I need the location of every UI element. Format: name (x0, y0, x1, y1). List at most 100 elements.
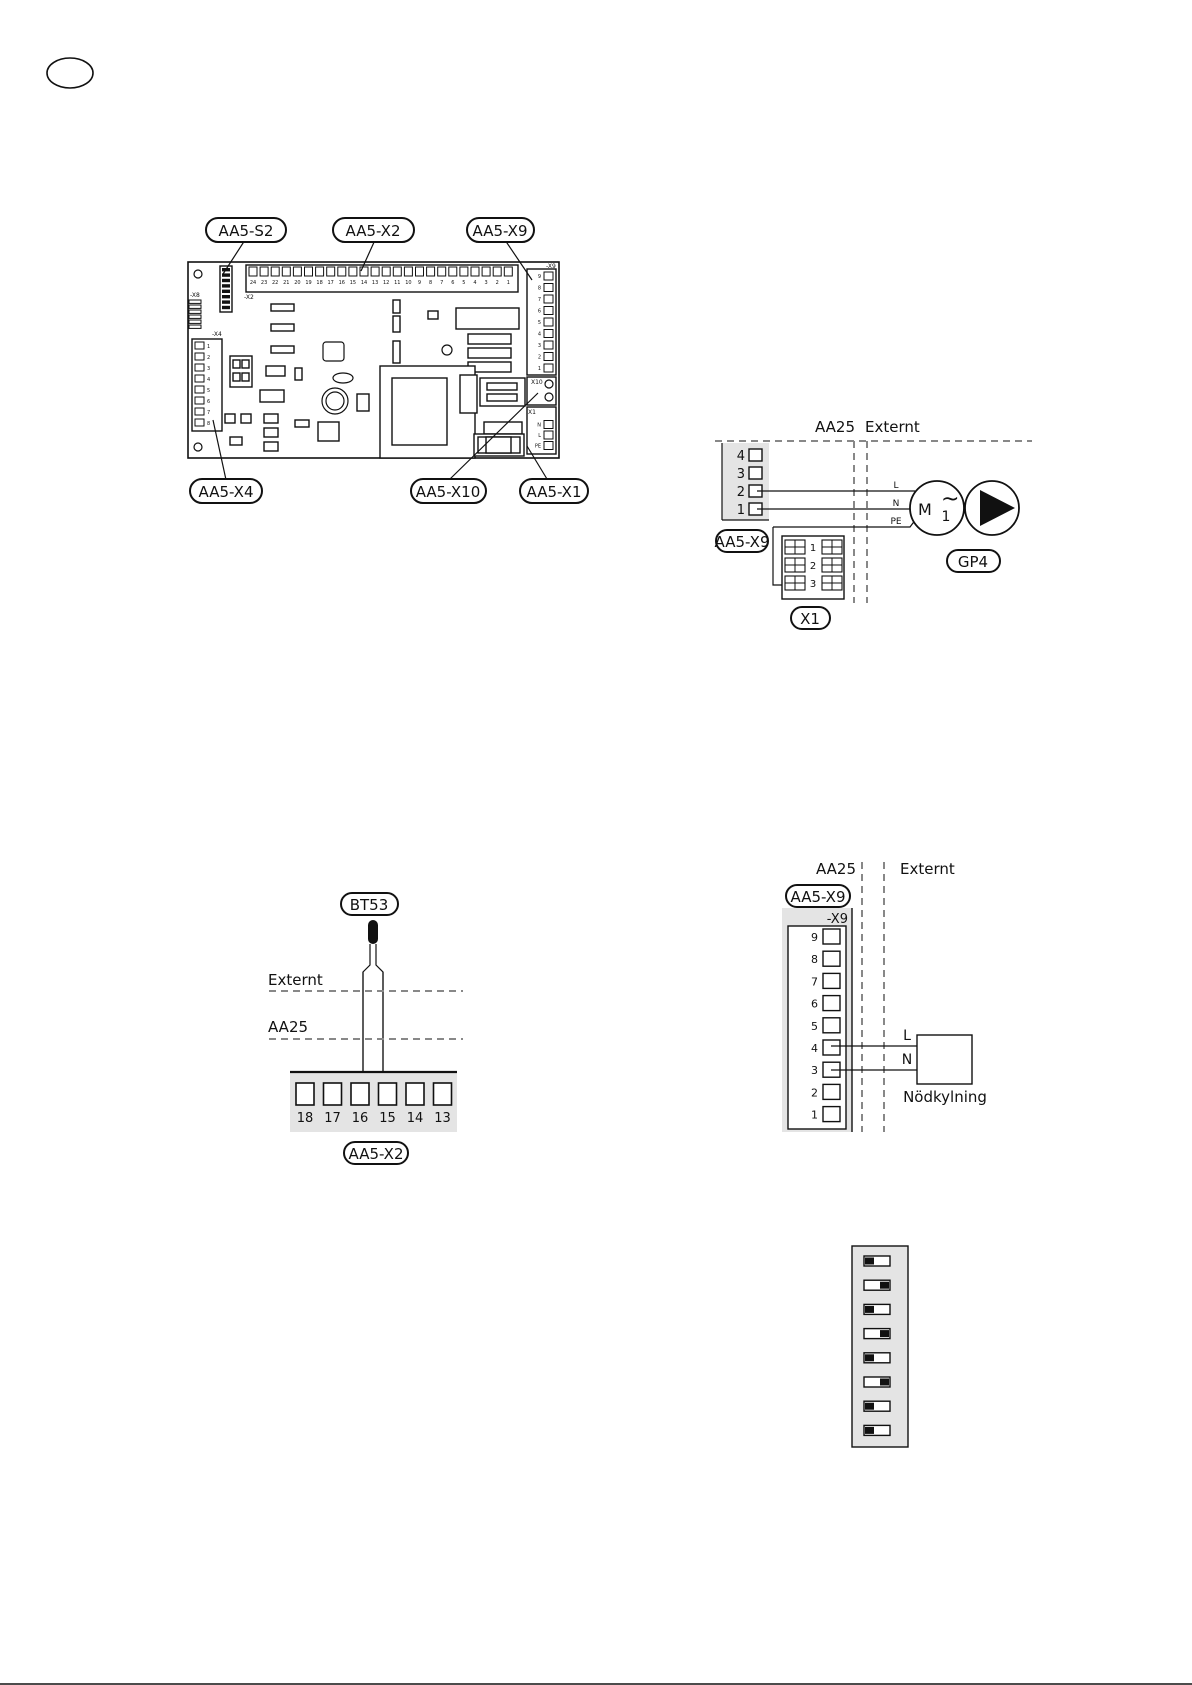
x9-pin (543, 352, 554, 361)
label-aa5-x4: AA5-X4 (199, 483, 254, 501)
d4-terminal-pin (822, 1105, 841, 1123)
x8-tag: -X8 (190, 292, 200, 299)
x2-pin-number: 24 (250, 280, 256, 286)
x9-pin-number: 1 (538, 366, 541, 372)
sensor-tip (368, 920, 378, 944)
x1-pin-label: N (537, 423, 541, 429)
x9-pin-number: 7 (538, 297, 541, 303)
nodkylning-load (916, 1034, 973, 1085)
x4-pin-number: 3 (207, 366, 210, 372)
dip-switch-knob (880, 1330, 889, 1338)
d2-aa25-label: AA25 (815, 418, 855, 436)
x9-pin (543, 340, 554, 350)
x2-pin-number: 14 (361, 280, 367, 286)
x2-pin (304, 266, 313, 277)
d4-terminal-pin (822, 928, 841, 945)
x2-pin (337, 266, 347, 277)
d4-wire-label: L (903, 1028, 911, 1044)
x4-pin (194, 363, 205, 372)
dip-switch-knob (865, 1426, 874, 1434)
d4-x9-tag: -X9 (827, 912, 848, 927)
d3-pin-number: 17 (324, 1111, 341, 1126)
d3-aa25-label: AA25 (268, 1018, 308, 1036)
label-aa5-x1: AA5-X1 (527, 483, 582, 501)
x2-pin-number: 15 (350, 280, 356, 286)
d4-pin-number: 1 (811, 1109, 818, 1122)
d4-terminal-pin (822, 950, 841, 967)
x1-tag: X1 (528, 409, 536, 416)
d4-terminal-pin (822, 972, 841, 990)
x2-pin (281, 266, 291, 277)
x2-pin-number: 12 (383, 280, 389, 286)
d4-pin-number: 9 (811, 931, 818, 944)
d2-terminal-pin (748, 448, 763, 462)
x2-pin-number: 21 (283, 280, 289, 286)
x8-pin (188, 324, 202, 329)
d2-wire-label: PE (890, 517, 901, 527)
x2-pin-number: 8 (429, 280, 432, 286)
x4-pin-number: 1 (207, 344, 210, 350)
x2-pin (348, 266, 358, 277)
x2-pin (370, 266, 380, 277)
x2-pin-number: 20 (294, 280, 300, 286)
d4-pin-number: 5 (811, 1020, 818, 1033)
dip-switch-block (851, 1245, 909, 1448)
dip-switch-knob (865, 1305, 874, 1313)
x2-pin (248, 266, 258, 277)
sensor-probe (362, 944, 384, 1092)
x2-pin-number: 7 (440, 280, 443, 286)
x2-pin-number: 23 (261, 280, 267, 286)
d3-pin-number: 16 (352, 1111, 369, 1126)
d2-terminal-number: 4 (737, 449, 745, 464)
dip-toggle (222, 305, 230, 310)
x4-pin (194, 374, 205, 383)
sensor-label: BT53 (350, 896, 389, 914)
dip-switch-knob (865, 1402, 874, 1410)
d4-pin-number: 7 (811, 975, 818, 988)
x2-pin (292, 266, 302, 277)
dip-switch-knob (880, 1281, 889, 1289)
x4-pin-number: 5 (207, 388, 210, 394)
x2-pin-number: 2 (496, 280, 499, 286)
x9-pin (543, 294, 554, 304)
dip-switch-knob (865, 1257, 874, 1265)
x2-pin (415, 266, 424, 277)
d4-aa25-label: AA25 (816, 860, 856, 878)
x2-pin-number: 18 (316, 280, 322, 286)
x8-pin (188, 299, 202, 304)
x2-pin-number: 9 (418, 280, 421, 286)
x1-pin-label: PE (535, 444, 541, 450)
x2-pin (270, 266, 280, 277)
x2-pin (381, 266, 391, 277)
x9-pin-number: 4 (538, 332, 541, 338)
dip-switch (863, 1376, 891, 1388)
x9-pin-number: 5 (538, 320, 541, 326)
x2-pin (448, 266, 458, 277)
x4-pin (194, 396, 205, 405)
d4-terminal-pin (822, 994, 841, 1012)
x2-tag: -X2 (244, 294, 254, 301)
motor-symbol (909, 480, 965, 536)
x2-pin-number: 22 (272, 280, 278, 286)
d3-terminal-pin (405, 1082, 425, 1106)
x2-pin (426, 266, 436, 277)
x2-pin (437, 266, 447, 277)
x2-pin-number: 10 (405, 280, 411, 286)
d2-externt-label: Externt (865, 418, 920, 436)
x1-pin (543, 420, 554, 429)
d3-pin-number: 13 (434, 1111, 451, 1126)
d3-terminal-pin (377, 1082, 398, 1106)
d4-terminal-pin (822, 1017, 841, 1034)
x9-pin (543, 317, 554, 327)
x2-pin-number: 4 (473, 280, 476, 286)
motor-phase-label: 1 (942, 509, 951, 525)
label-aa5-x10: AA5-X10 (416, 483, 481, 501)
dip-switch (863, 1352, 891, 1364)
d2-wire-label: N (893, 499, 900, 509)
x4-pin (194, 385, 205, 394)
board-labels: AA5-S2 AA5-X2 AA5-X9 AA5-X4 AA5-X10 AA5-… (189, 217, 589, 504)
dip-toggle (222, 278, 230, 283)
motor-m-label: M (918, 500, 932, 519)
